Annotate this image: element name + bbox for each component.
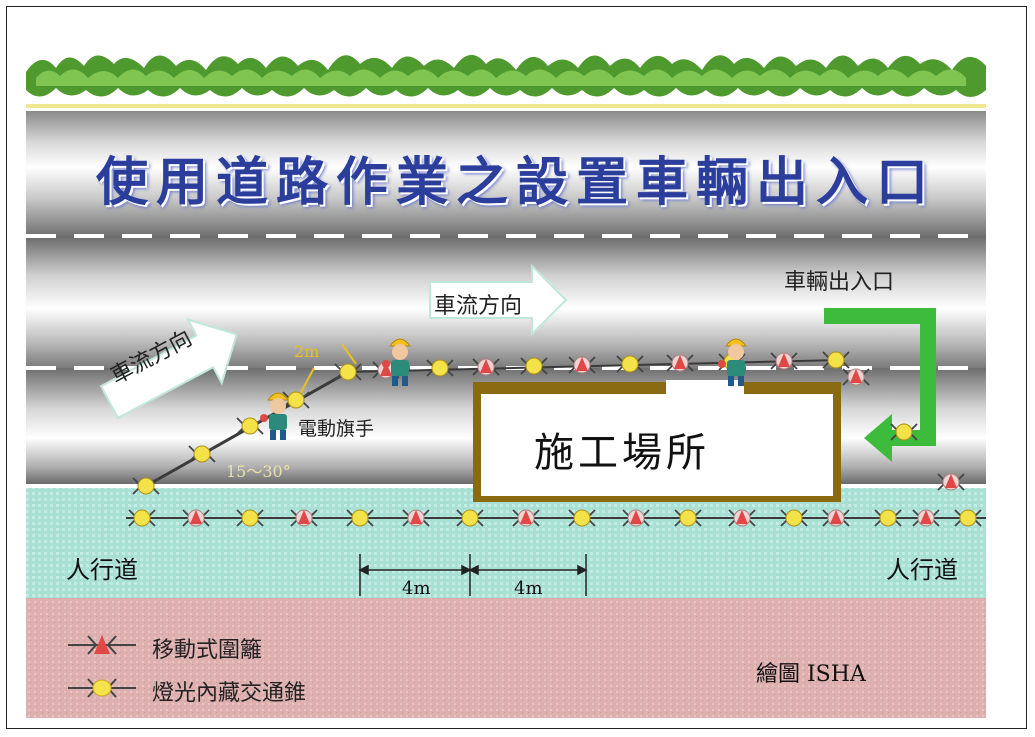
traffic-cone-icon: [568, 509, 596, 527]
barrier-icon: [472, 358, 500, 376]
flow-direction-label-upper: 車流方向: [434, 294, 523, 319]
barrier-icon: [937, 473, 965, 491]
sidewalk-label-right: 人行道: [886, 556, 958, 584]
traffic-cone-icon: [334, 363, 362, 381]
barrier-icon: [842, 368, 870, 386]
ground-area: [26, 598, 986, 718]
sidewalk-label-left: 人行道: [66, 556, 138, 584]
traffic-cone-icon: [890, 423, 918, 441]
entrance-arrow-icon: [824, 308, 936, 462]
angle-label: 15～30°: [226, 462, 291, 481]
traffic-cone-icon: [236, 509, 264, 527]
traffic-cone-icon: [616, 355, 644, 373]
barrier-icon: [622, 509, 650, 527]
traffic-cone-icon: [780, 509, 808, 527]
traffic-cone-icon: [128, 509, 156, 527]
diagram-title: 使用道路作業之設置車輛出入口: [96, 152, 937, 213]
flow-arrow-upper: [429, 263, 568, 337]
traffic-cone-icon: [954, 509, 982, 527]
flagger-icon: [382, 338, 411, 386]
sidewalk: [26, 488, 986, 598]
cone-row-line: [347, 359, 842, 373]
barrier-icon: [568, 356, 596, 374]
credit-label: 繪圖 ISHA: [756, 662, 866, 687]
traffic-cone-icon: [520, 357, 548, 375]
barrier-icon: [402, 509, 430, 527]
barrier-icon: [182, 509, 210, 527]
diagram-scene: 使用道路作業之設置車輛出入口 車流方向 車流方向 車輛出入口 施工場所 電動旗手…: [26, 42, 986, 718]
curb-line-top: [26, 104, 986, 108]
barrier-icon: [290, 509, 318, 527]
legend-cone-icon: [68, 678, 136, 698]
work-site-label: 施工場所: [534, 430, 710, 476]
legend-barrier-label: 移動式圍籬: [152, 638, 263, 663]
vehicle-entrance-label: 車輛出入口: [784, 270, 895, 295]
barrier-icon: [666, 354, 694, 372]
traffic-cone-icon: [874, 509, 902, 527]
spacing-label: 2m: [294, 342, 320, 361]
dimension-label-right: 4m: [514, 578, 543, 599]
traffic-cone-icon: [188, 445, 216, 463]
traffic-cone-icon: [674, 509, 702, 527]
barrier-icon: [822, 509, 850, 527]
barrier-icon: [512, 509, 540, 527]
traffic-cone-icon: [236, 417, 264, 435]
traffic-markers: [128, 351, 982, 527]
electric-flagger-label: 電動旗手: [298, 418, 375, 440]
work-site: [473, 380, 841, 502]
hedge: [26, 42, 986, 104]
barrier-icon: [728, 509, 756, 527]
traffic-cone-icon: [346, 509, 374, 527]
flow-arrow-lower: [99, 317, 238, 420]
flagger-icon: [718, 338, 747, 386]
barrier-icon: [770, 352, 798, 370]
road-illustration: [26, 42, 986, 718]
flagger-figures: [260, 338, 747, 440]
legend-barrier-icon: [68, 635, 136, 655]
barrier-icon: [912, 509, 940, 527]
traffic-cone-icon: [822, 351, 850, 369]
dimension-label-left: 4m: [402, 578, 431, 599]
dimension-lines: [358, 554, 588, 596]
traffic-cone-icon: [132, 477, 160, 495]
flagger-icon: [260, 392, 289, 440]
road-lane-1: [26, 111, 986, 236]
traffic-cone-icon: [456, 509, 484, 527]
legend-cone-label: 燈光內藏交通錐: [152, 681, 307, 706]
traffic-cone-icon: [426, 359, 454, 377]
